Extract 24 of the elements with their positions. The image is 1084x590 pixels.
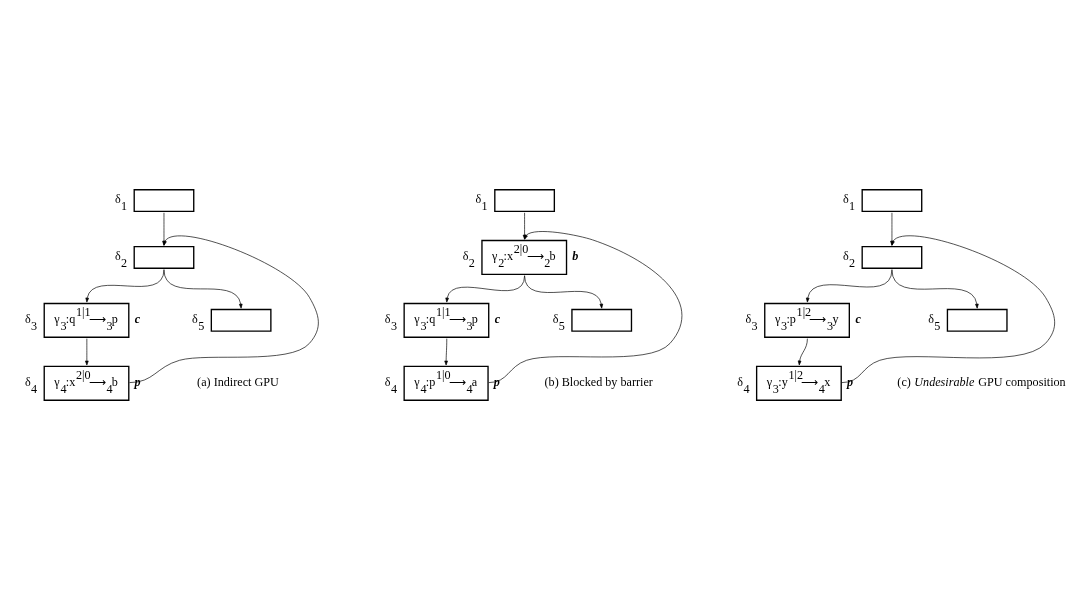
- arrow: [891, 269, 979, 309]
- node-box: [210, 308, 272, 332]
- node-box: [946, 308, 1008, 332]
- label: (c) Undesirable GPU composition: [897, 374, 1066, 389]
- node-label: p: [846, 374, 854, 389]
- node-label: p: [134, 374, 141, 389]
- node-box: [861, 245, 923, 269]
- arrow: [444, 338, 448, 366]
- node-box: [133, 189, 195, 213]
- arrow: [85, 338, 89, 366]
- node-label: c: [494, 311, 501, 326]
- node-label: b: [572, 248, 579, 263]
- label: (a) Indirect GPU: [197, 375, 279, 390]
- node-box: [133, 245, 195, 269]
- node-box: [861, 189, 923, 213]
- node-label: c: [855, 311, 861, 326]
- arrow: [163, 269, 243, 309]
- node-label: p: [493, 374, 500, 389]
- arrow: [524, 275, 604, 309]
- node-label: c: [134, 311, 141, 326]
- arrow: [797, 338, 808, 366]
- label: (b) Blocked by barrier: [544, 375, 653, 390]
- node-box: [494, 189, 556, 213]
- node-box: [571, 308, 633, 332]
